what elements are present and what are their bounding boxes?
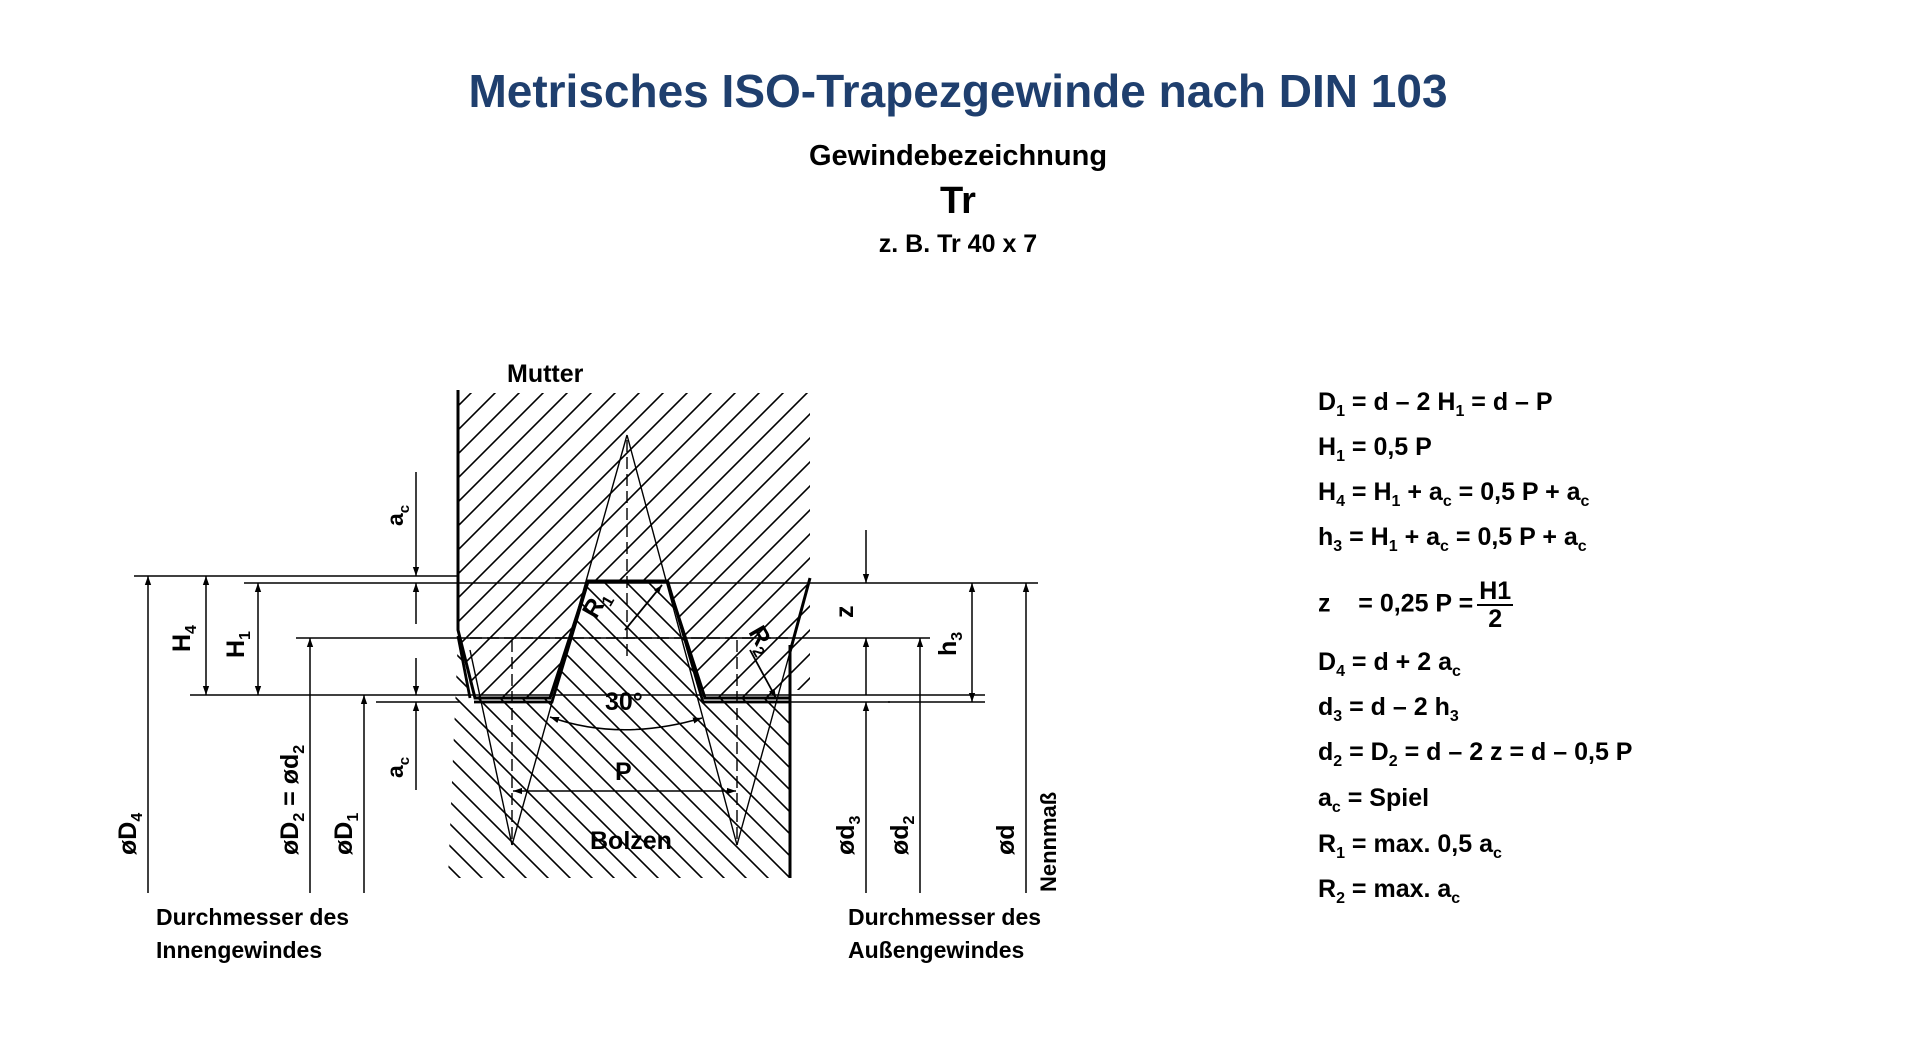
pitch-d2-label: ød2 (886, 815, 918, 855)
inner-caption-line2: Innengewindes (156, 937, 322, 963)
formula-d4: D4 = d + 2 ac (1318, 648, 1461, 680)
angle-arc (549, 716, 703, 731)
h1-label: H1 (222, 631, 254, 658)
formula-r2: R2 = max. ac (1318, 875, 1461, 907)
nominal-size-label: Nennmaß (1036, 792, 1061, 892)
page-title: Metrisches ISO-Trapezgewinde nach DIN 10… (468, 65, 1448, 117)
formula-h3: h3 = H1 + ac = 0,5 P + ac (1318, 523, 1587, 555)
d3-label: ød3 (832, 815, 864, 855)
nut-label: Mutter (507, 360, 584, 388)
h4-label: H4 (168, 625, 200, 652)
formula-h1: H1 = 0,5 P (1318, 433, 1432, 465)
formula-h4: H4 = H1 + ac = 0,5 P + ac (1318, 478, 1590, 510)
r2-arrow (749, 649, 777, 699)
formula-d2: d2 = D2 = d – 2 z = d – 0,5 P (1318, 738, 1633, 770)
designation-heading: Gewindebezeichnung (808, 140, 1108, 172)
r1-arrow (624, 584, 663, 631)
h3-label: h3 (934, 632, 966, 656)
ac-upper-label: ac (382, 505, 413, 526)
bolt-label: Bolzen (590, 827, 672, 855)
formula-r1: R1 = max. 0,5 ac (1318, 830, 1502, 862)
inner-caption-line1: Durchmesser des (156, 904, 349, 930)
theoretical-profile (469, 434, 791, 846)
formula-d1: D1 = d – 2 H1 = d – P (1318, 388, 1553, 420)
thread-code: Tr (940, 180, 976, 222)
formula-ac: ac = Spiel (1318, 784, 1430, 816)
reference-lines (134, 575, 1038, 703)
formula-d3: d3 = d – 2 h3 (1318, 693, 1459, 725)
d-label: ød (992, 824, 1020, 855)
d2-equal-label: øD2 = ød2 (276, 745, 308, 855)
pitch-label: P (615, 758, 632, 786)
angle-label: 30° (605, 688, 643, 716)
ac-lower-label: ac (382, 757, 413, 778)
d4-label: øD4 (114, 813, 146, 855)
z-label: z (831, 606, 859, 619)
outer-caption-line1: Durchmesser des (848, 904, 1041, 930)
designation-example: z. B. Tr 40 x 7 (878, 230, 1038, 258)
d1-label: øD1 (330, 813, 362, 855)
outer-caption-line2: Außengewindes (848, 937, 1024, 963)
